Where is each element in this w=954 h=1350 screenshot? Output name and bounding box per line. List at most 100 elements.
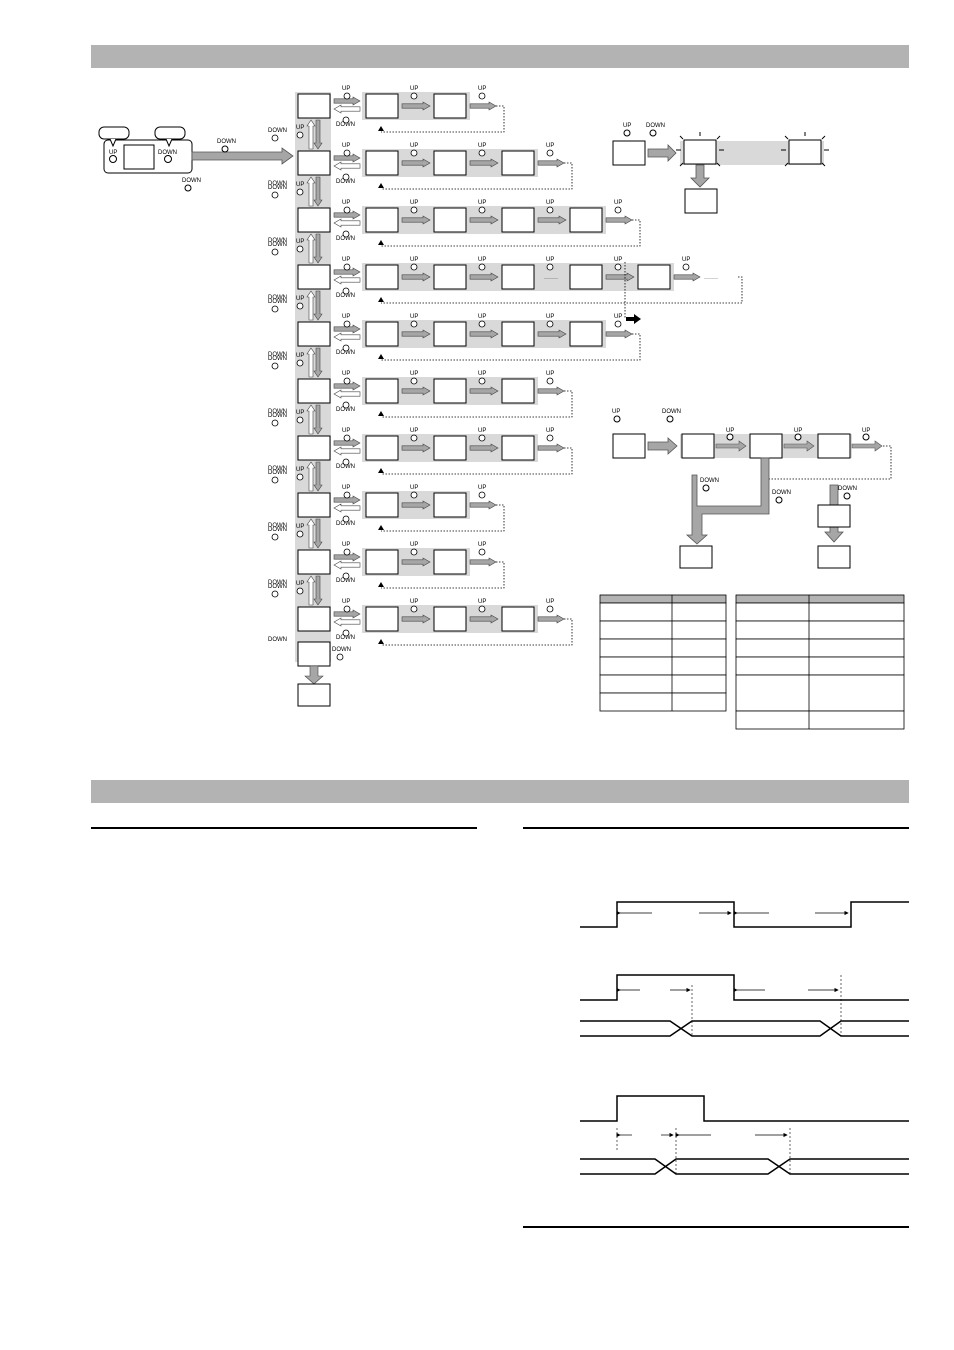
down-led [342,230,350,238]
down-label: DOWN [268,242,287,248]
down-label: DOWN [336,236,355,242]
svg-text:UP: UP [726,428,734,434]
up-led [410,605,418,613]
up-led [478,548,486,556]
up-led [343,434,351,442]
column-up-arrow [306,233,316,264]
chain-box [501,264,535,290]
svg-text:UP: UP [862,428,870,434]
chain-arrow [401,101,431,111]
down-led [271,590,279,598]
up-label: UP [478,428,486,434]
up-led [296,587,304,595]
up-led [682,263,690,271]
return-path [381,390,573,418]
menu-column-box [297,321,331,347]
right-arrow [333,381,361,391]
up-led [614,263,622,271]
chain-end-arrow [469,101,497,111]
up-label: UP [342,599,350,605]
left-arrow [333,560,361,570]
down-led [342,287,350,295]
chain-end-arrow [537,443,565,453]
menu-column-box [297,435,331,461]
up-label: UP [478,599,486,605]
device-down-button[interactable] [164,155,172,163]
left-arrow [333,275,361,285]
column-up-arrow [306,404,316,435]
chain-arrow [469,329,499,339]
up-led [410,491,418,499]
up-label: UP [478,485,486,491]
down-label: DOWN [268,584,287,590]
return-path [381,219,641,247]
chain-arrow [401,215,431,225]
down-label: DOWN [268,527,287,533]
chain-box [433,549,467,575]
svg-text:DOWN: DOWN [838,486,857,492]
up-label: UP [682,257,690,263]
up-led [410,548,418,556]
up-label: UP [478,86,486,92]
up-led [478,92,486,100]
rule-right-bottom [523,1226,909,1228]
chain-arrow [401,386,431,396]
return-path [381,504,505,532]
column-extra-box [297,641,331,667]
down-label: DOWN [268,523,287,529]
chain-box [365,264,399,290]
up-led [410,263,418,271]
right-arrow [333,609,361,619]
up-led [546,320,554,328]
column-up-arrow [306,347,316,378]
sequence-diagram: UP DOWN UP UP UP DOWN DOWN DOWN [612,409,892,569]
up-label: UP [342,428,350,434]
left-table-row [599,602,727,622]
menu-column-box [297,378,331,404]
up-led [343,263,351,271]
chain-arrow [469,158,499,168]
up-led [296,302,304,310]
up-led [478,263,486,271]
chain-arrow [401,443,431,453]
down-led [342,173,350,181]
chain-box [501,207,535,233]
device-up-button[interactable] [109,155,117,163]
controller-device: UP DOWN DOWN [98,126,201,192]
return-arrowhead [378,240,384,245]
left-table-header [599,594,727,604]
up-label: UP [342,143,350,149]
down-label: DOWN [268,295,287,301]
svg-text:UP: UP [623,123,631,129]
up-led [478,377,486,385]
down-label: DOWN [336,521,355,527]
chain-arrow [401,158,431,168]
up-led [478,320,486,328]
ellipsis: ······· [704,276,718,282]
right-table-header [735,594,905,604]
column-down-arrow [313,176,323,207]
chain-box [433,492,467,518]
up-label: UP [478,371,486,377]
menu-column-box [297,93,331,119]
chain-box [569,264,603,290]
down-label: DOWN [268,580,287,586]
return-path [381,333,641,361]
svg-text:UP: UP [612,409,620,415]
chain-box [433,378,467,404]
right-arrow [333,153,361,163]
up-led [410,320,418,328]
right-arrow [333,267,361,277]
device-down-label-2: DOWN [182,178,201,184]
chain-box [365,549,399,575]
svg-text:UP: UP [794,428,802,434]
down-led [342,116,350,124]
up-label: UP [342,314,350,320]
chain-box [365,378,399,404]
return-path [381,276,743,304]
up-label: UP [410,599,418,605]
up-label: UP [614,257,622,263]
right-arrow [333,210,361,220]
chain-box [365,150,399,176]
chain-end-arrow [469,557,497,567]
